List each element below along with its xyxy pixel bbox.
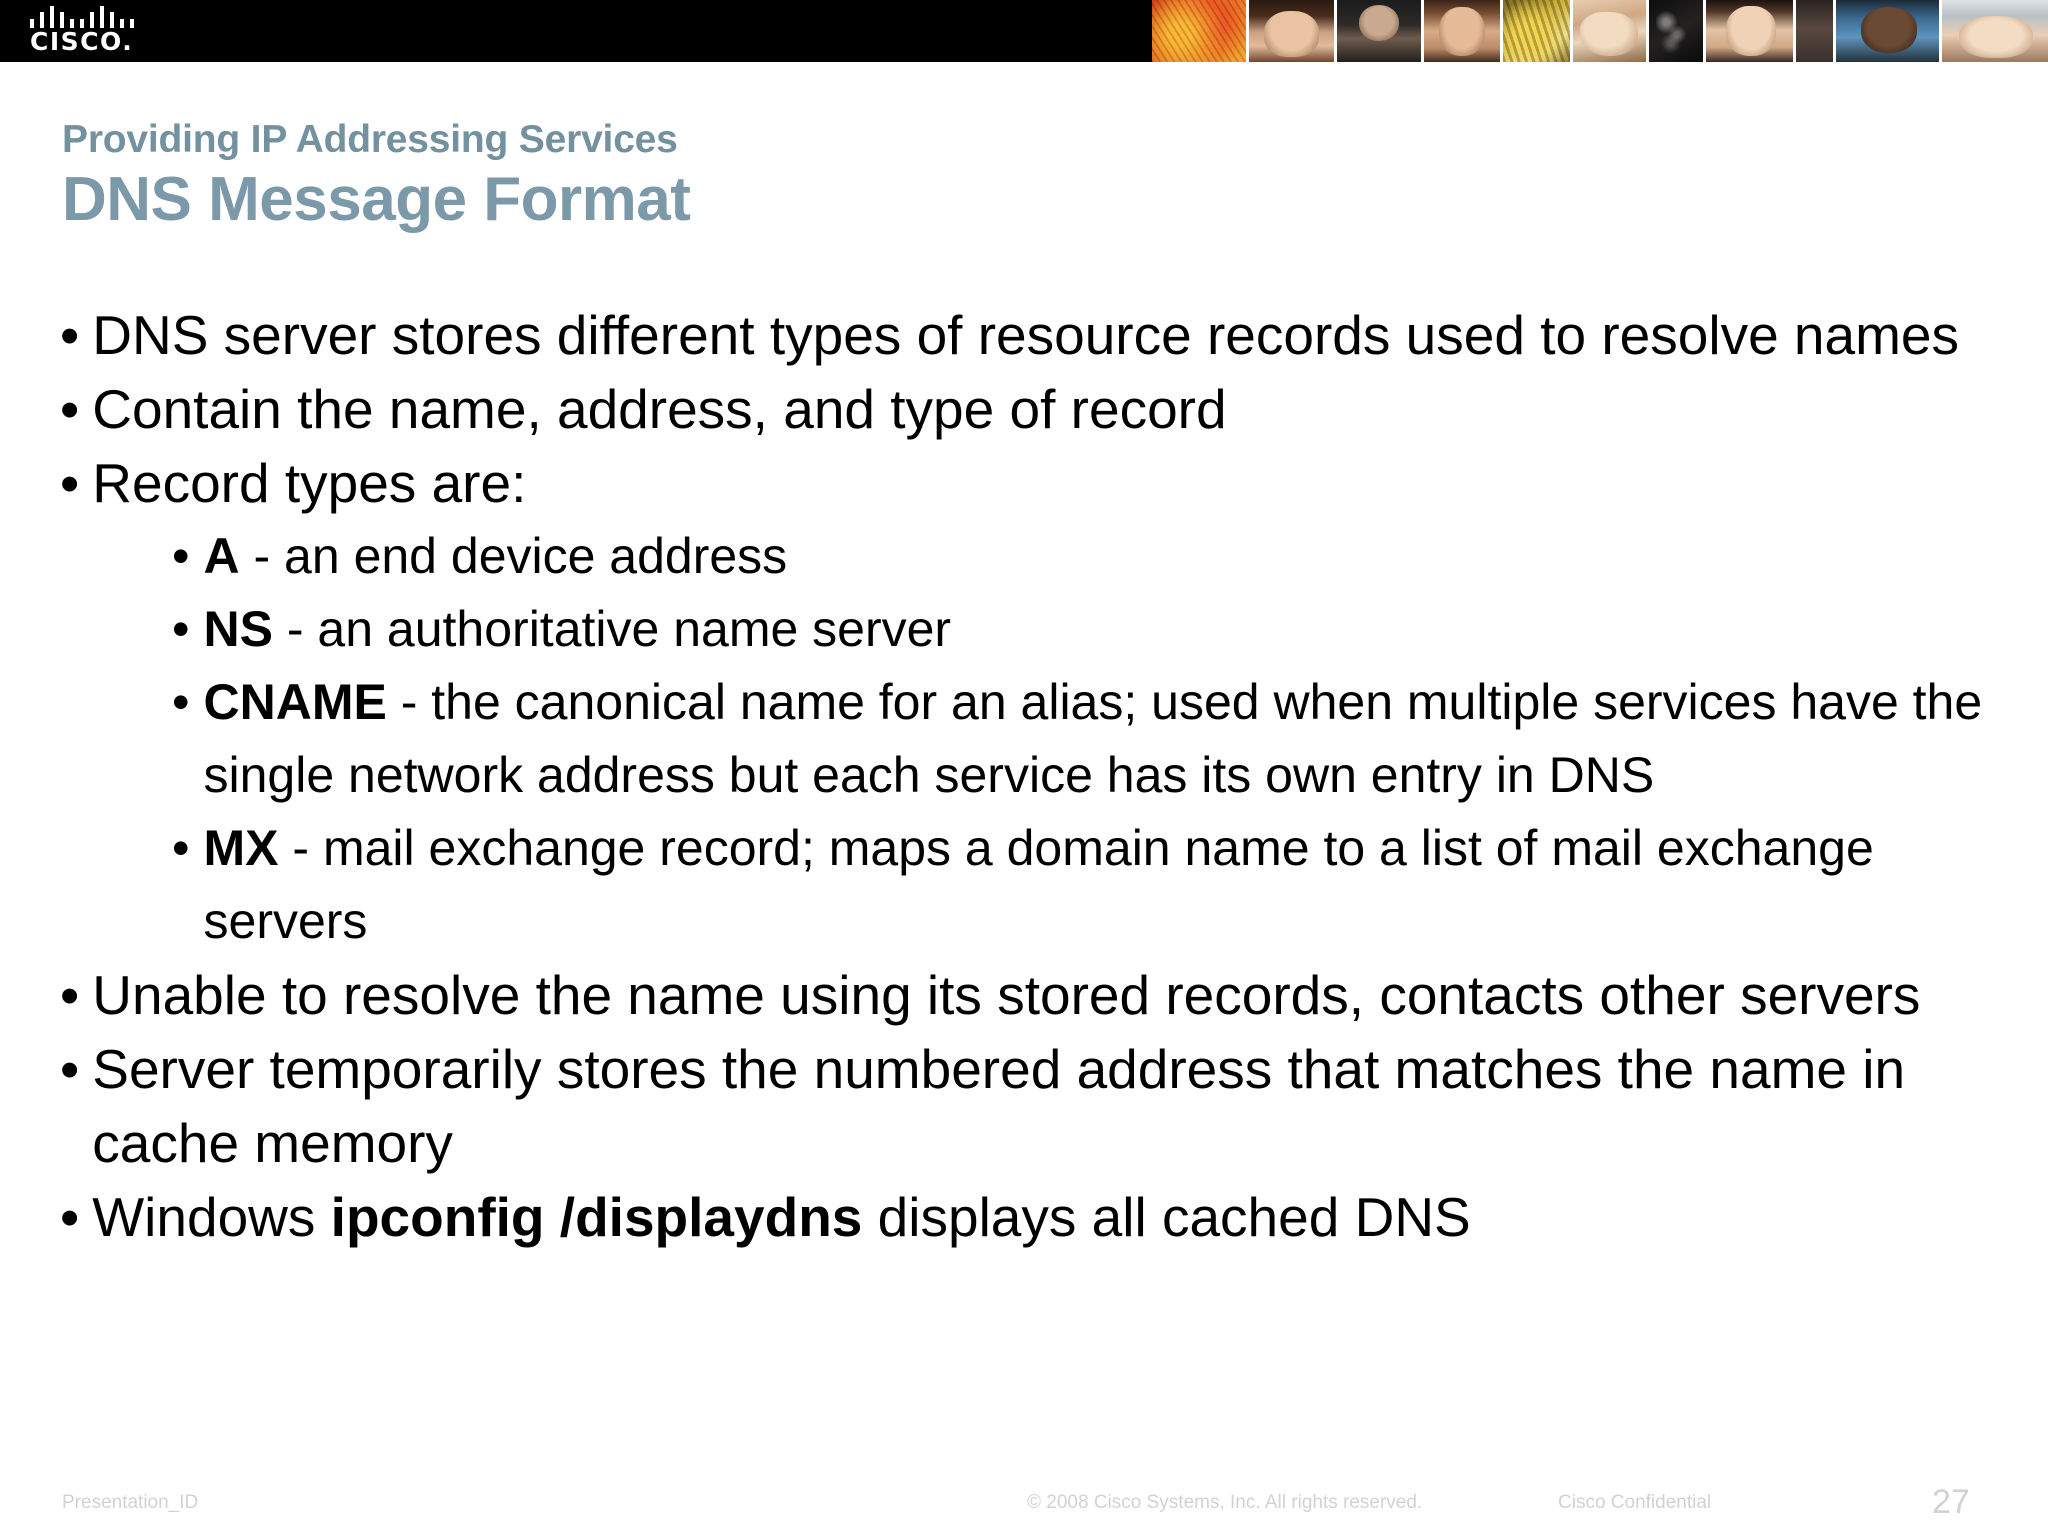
bullet-text: Windows ipconfig /displaydns displays al… xyxy=(92,1180,2000,1254)
logo-bar xyxy=(90,12,94,28)
photo-yellow-fabric xyxy=(1502,0,1574,62)
photo-young-woman xyxy=(1249,0,1338,62)
photo-dark-artwork xyxy=(1648,0,1707,62)
photo-brown-panel-image xyxy=(1796,0,1834,62)
bullet-text: Contain the name, address, and type of r… xyxy=(92,372,2000,446)
bullet-segment: - the canonical name for an alias; used … xyxy=(203,674,1983,803)
logo-bar xyxy=(130,19,134,28)
photo-raised-hands-image xyxy=(1573,0,1646,62)
photo-asian-woman xyxy=(1706,0,1797,62)
bullet-segment: displays all cached DNS xyxy=(862,1186,1471,1248)
bullet-item: •MX - mail exchange record; maps a domai… xyxy=(172,812,2000,958)
logo-bar xyxy=(80,19,84,28)
bullet-text: CNAME - the canonical name for an alias;… xyxy=(204,666,2000,812)
photo-woman-portrait xyxy=(1423,0,1503,62)
bullet-marker-icon: • xyxy=(172,820,190,876)
bullet-segment: - mail exchange record; maps a domain na… xyxy=(203,820,1874,949)
photo-warm-abstract-image xyxy=(1152,0,1247,62)
bullet-marker-icon: • xyxy=(60,1038,80,1100)
logo-bar xyxy=(50,6,54,28)
bullet-marker-icon: • xyxy=(60,964,80,1026)
logo-bar xyxy=(110,12,114,28)
photo-woman-portrait-image xyxy=(1423,0,1500,62)
bullet-emphasis: CNAME xyxy=(203,674,387,730)
eyebrow-title: Providing IP Addressing Services xyxy=(62,118,678,161)
logo-bar xyxy=(60,12,64,28)
bullet-text: Server temporarily stores the numbered a… xyxy=(92,1032,2000,1180)
cisco-logo: CISCO. xyxy=(28,6,148,58)
photo-person-with-cap xyxy=(1942,0,2048,62)
bullet-item: •Server temporarily stores the numbered … xyxy=(60,1032,2000,1180)
bullet-segment: - an authoritative name server xyxy=(272,601,952,657)
photo-warm-abstract xyxy=(1152,0,1250,62)
bullet-marker-icon: • xyxy=(60,1186,80,1248)
logo-bar xyxy=(100,6,104,28)
title-block: Providing IP Addressing Services DNS Mes… xyxy=(62,118,1662,236)
photo-yellow-fabric-image xyxy=(1502,0,1571,62)
photo-man-blue-background-image xyxy=(1836,0,1940,62)
bullet-text: NS - an authoritative name server xyxy=(204,593,2000,666)
bullet-text: A - an end device address xyxy=(204,520,2000,593)
footer-page-number: 27 xyxy=(1932,1483,1970,1521)
page-title: DNS Message Format xyxy=(62,165,691,234)
bullet-text: Unable to resolve the name using its sto… xyxy=(92,958,2000,1032)
logo-bar xyxy=(30,19,34,28)
photo-young-woman-image xyxy=(1249,0,1335,62)
bullet-marker-icon: • xyxy=(172,528,190,584)
bullet-emphasis: NS xyxy=(203,601,273,657)
bullet-marker-icon: • xyxy=(60,378,80,440)
bullet-marker-icon: • xyxy=(172,601,190,657)
header-photo-strip xyxy=(1152,0,2048,62)
body-content: •DNS server stores different types of re… xyxy=(60,298,2000,1254)
logo-bar xyxy=(70,19,74,28)
logo-bar xyxy=(120,19,124,28)
bullet-item: •A - an end device address xyxy=(172,520,2000,593)
photo-person-with-cap-image xyxy=(1942,0,2048,62)
bullet-text: Record types are: xyxy=(92,446,2000,520)
cisco-bridge-logo-icon xyxy=(30,6,142,28)
bullet-segment: Windows xyxy=(92,1186,331,1248)
bullet-item: •CNAME - the canonical name for an alias… xyxy=(172,666,2000,812)
photo-man-in-suit xyxy=(1337,0,1424,62)
bullet-marker-icon: • xyxy=(60,304,80,366)
bullet-segment: Contain the name, address, and type of r… xyxy=(92,378,1227,440)
footer-presentation-id: Presentation_ID xyxy=(62,1492,199,1513)
logo-bar xyxy=(40,12,44,28)
footer: Presentation_ID © 2008 Cisco Systems, In… xyxy=(0,1480,2048,1536)
bullet-item: •Contain the name, address, and type of … xyxy=(60,372,2000,446)
bullet-emphasis: ipconfig /displaydns xyxy=(330,1186,863,1248)
bullet-text: DNS server stores different types of res… xyxy=(92,298,2000,372)
footer-copyright: © 2008 Cisco Systems, Inc. All rights re… xyxy=(1027,1492,1423,1513)
bullet-item: •Unable to resolve the name using its st… xyxy=(60,958,2000,1032)
bullet-marker-icon: • xyxy=(172,674,190,730)
bullet-segment: DNS server stores different types of res… xyxy=(92,304,1960,366)
bullet-item: •DNS server stores different types of re… xyxy=(60,298,2000,372)
photo-man-blue-background xyxy=(1836,0,1943,62)
bullet-segment: - an end device address xyxy=(239,528,788,584)
bullet-text: MX - mail exchange record; maps a domain… xyxy=(204,812,2000,958)
photo-raised-hands xyxy=(1573,0,1649,62)
header-bar: CISCO. xyxy=(0,0,2048,62)
bullet-item: •Record types are: xyxy=(60,446,2000,520)
photo-man-in-suit-image xyxy=(1337,0,1421,62)
bullet-segment: Server temporarily stores the numbered a… xyxy=(92,1038,1906,1174)
bullet-item: •Windows ipconfig /displaydns displays a… xyxy=(60,1180,2000,1254)
bullet-emphasis: A xyxy=(203,528,240,584)
bullet-emphasis: MX xyxy=(203,820,279,876)
cisco-wordmark: CISCO. xyxy=(30,27,134,56)
photo-asian-woman-image xyxy=(1706,0,1794,62)
photo-brown-panel xyxy=(1796,0,1837,62)
footer-confidential: Cisco Confidential xyxy=(1558,1492,1712,1513)
bullet-marker-icon: • xyxy=(60,452,80,514)
bullet-segment: Record types are: xyxy=(92,452,527,514)
bullet-item: •NS - an authoritative name server xyxy=(172,593,2000,666)
bullet-segment: Unable to resolve the name using its sto… xyxy=(92,964,1921,1026)
photo-dark-artwork-image xyxy=(1648,0,1704,62)
